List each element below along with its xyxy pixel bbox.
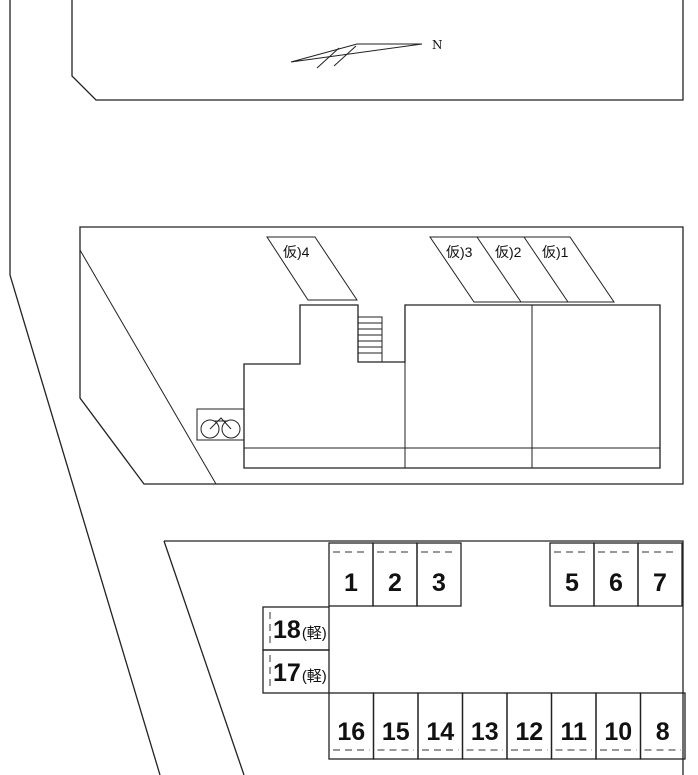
parking-number: 14 bbox=[426, 718, 454, 746]
parking-space-5: 5 bbox=[549, 542, 595, 607]
parking-number: 15 bbox=[382, 718, 410, 746]
parking-row-bottom: 16 15 14 13 12 11 10 8 bbox=[328, 692, 686, 760]
bicycle-parking bbox=[196, 408, 245, 441]
parking-number: 17(軽) bbox=[273, 659, 327, 687]
parking-number: 2 bbox=[388, 569, 402, 597]
road-edge-2 bbox=[163, 540, 245, 775]
parking-number: 18(軽) bbox=[273, 616, 327, 644]
parking-number: 13 bbox=[471, 718, 499, 746]
parking-number: 12 bbox=[515, 718, 543, 746]
parking-light-vehicles: 18(軽) 17(軽) bbox=[262, 606, 330, 694]
parking-row-top-right: 5 6 7 bbox=[549, 542, 683, 607]
parking-space-3: 3 bbox=[416, 542, 462, 607]
parking-space-14: 14 bbox=[417, 692, 464, 760]
neighbor-lot bbox=[71, 0, 684, 101]
north-label: N bbox=[432, 38, 443, 52]
north-arrow-icon: N bbox=[290, 38, 443, 69]
parking-space-17: 17(軽) bbox=[262, 649, 330, 694]
main-building bbox=[243, 304, 661, 469]
temp-building-3-label: 仮)3 bbox=[446, 244, 473, 260]
parking-space-18: 18(軽) bbox=[262, 606, 330, 651]
parking-number: 1 bbox=[344, 569, 358, 597]
parking-row-top-left: 1 2 3 bbox=[328, 542, 462, 607]
staircase bbox=[357, 316, 383, 363]
parking-lot bbox=[164, 540, 684, 775]
parking-space-1: 1 bbox=[328, 542, 374, 607]
temp-building-2-label: 仮)2 bbox=[495, 244, 522, 260]
parking-number: 7 bbox=[653, 569, 667, 597]
parking-space-2: 2 bbox=[372, 542, 418, 607]
parking-number: 16 bbox=[337, 718, 365, 746]
parking-space-16: 16 bbox=[328, 692, 375, 760]
parking-space-6: 6 bbox=[593, 542, 639, 607]
parking-space-11: 11 bbox=[550, 692, 597, 760]
parking-space-13: 13 bbox=[461, 692, 508, 760]
bicycle-icon bbox=[200, 417, 241, 439]
parking-number: 8 bbox=[656, 718, 670, 746]
parking-number: 6 bbox=[609, 569, 623, 597]
parking-number: 10 bbox=[604, 718, 632, 746]
parking-space-8: 8 bbox=[639, 692, 686, 760]
temp-building-1-label: 仮)1 bbox=[542, 244, 569, 260]
parking-number: 5 bbox=[565, 569, 579, 597]
building-lot bbox=[79, 226, 684, 485]
temp-building-4-label: 仮)4 bbox=[283, 244, 310, 260]
parking-number: 3 bbox=[432, 569, 446, 597]
road-edge bbox=[9, 0, 161, 775]
temp-building-4: 仮)4 bbox=[266, 236, 358, 301]
temp-buildings-1-3: 仮)3 仮)2 仮)1 bbox=[429, 236, 615, 303]
parking-space-12: 12 bbox=[506, 692, 553, 760]
parking-space-15: 15 bbox=[372, 692, 419, 760]
parking-space-10: 10 bbox=[595, 692, 642, 760]
parking-space-7: 7 bbox=[637, 542, 683, 607]
parking-number: 11 bbox=[561, 718, 588, 746]
